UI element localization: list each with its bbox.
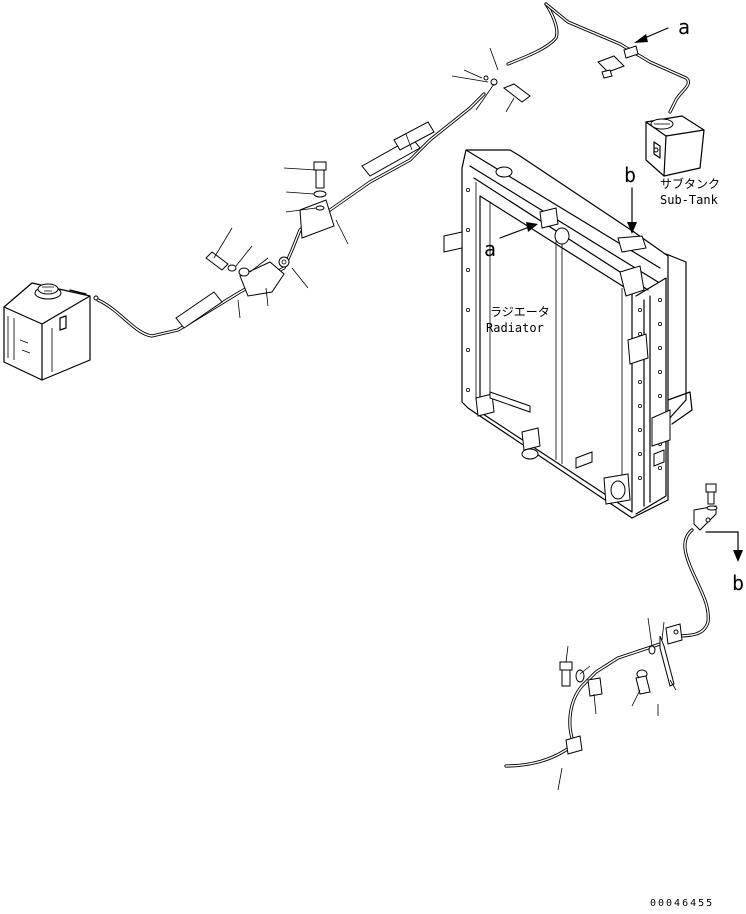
ref-a-top: a — [678, 15, 690, 39]
sub-tank-label-en: Sub-Tank — [660, 193, 719, 207]
sub-tank-label-jp: サブタンク — [660, 176, 720, 191]
upper-fasteners — [205, 75, 531, 277]
ref-b-bottom: b — [732, 571, 744, 595]
radiator — [443, 149, 693, 519]
arrow-a-mid — [499, 222, 538, 239]
drawing-number: 00046455 — [650, 898, 714, 909]
lower-leaders — [557, 617, 677, 791]
arrow-b-top — [627, 187, 637, 234]
radiator-label-en: Radiator — [486, 321, 544, 335]
arrow-b-bottom — [705, 531, 743, 562]
arrow-a-top — [634, 27, 669, 43]
upper-hose — [96, 92, 486, 338]
lower-fasteners — [559, 483, 718, 695]
hose-sleeves — [175, 121, 435, 329]
ref-b-top: b — [624, 163, 636, 187]
lower-hose — [504, 505, 717, 768]
reservoir-tank — [3, 282, 99, 381]
sub-tank-hose — [506, 2, 690, 114]
sub-tank — [645, 115, 705, 177]
upper-leaders — [213, 47, 515, 319]
ref-a-mid: a — [484, 237, 496, 261]
radiator-label-jp: ラジエータ — [490, 305, 550, 319]
